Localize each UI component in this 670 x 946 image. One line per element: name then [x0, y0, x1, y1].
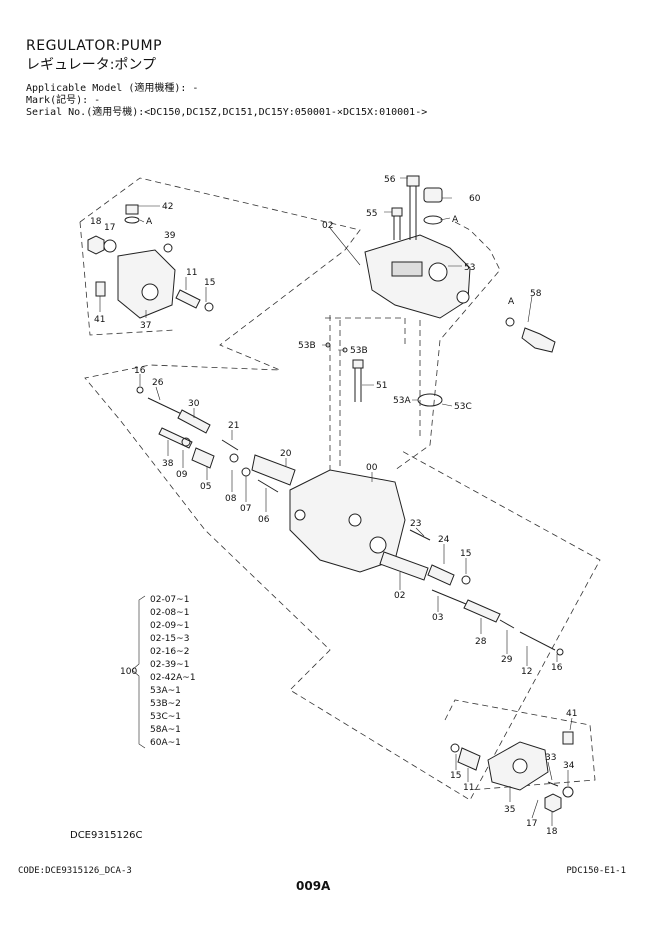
kit-list: 02-07~1 02-08~1 02-09~1 02-15~3 02-16~2 … — [150, 595, 196, 748]
cover-37 — [117, 249, 176, 319]
callout-56: 56 — [384, 175, 396, 185]
callout-a-42: A — [146, 217, 153, 227]
callout-03: 03 — [432, 613, 443, 623]
sensor-58 — [521, 327, 556, 353]
callout-11-lower: 11 — [463, 783, 474, 793]
kit-item: 58A~1 — [150, 725, 181, 735]
kit-item: 02-08~1 — [150, 608, 189, 618]
callout-39: 39 — [164, 231, 176, 241]
bolt-56 — [406, 175, 420, 187]
callout-02-upper: 02 — [322, 221, 333, 231]
callout-60: 60 — [469, 194, 481, 204]
page-number: 009A — [296, 879, 331, 893]
spring-28 — [463, 599, 501, 623]
callout-18-lower: 18 — [546, 827, 558, 837]
callout-28: 28 — [475, 637, 487, 647]
spring-11b — [457, 747, 481, 771]
callout-a-58: A — [508, 297, 515, 307]
callout-33: 33 — [545, 753, 556, 763]
kit-item: 02-09~1 — [150, 621, 189, 631]
callout-15-upper: 15 — [204, 278, 215, 288]
bolt-41a — [95, 281, 106, 297]
callout-a-60: A — [452, 215, 459, 225]
page-title-jp: レギュレータ:ポンプ — [26, 57, 157, 73]
callout-24: 24 — [438, 535, 450, 545]
callout-07: 07 — [240, 504, 251, 514]
callout-53c: 53C — [454, 402, 472, 412]
kit-item: 53B~2 — [150, 699, 181, 709]
callout-34: 34 — [563, 761, 575, 771]
kit-item: 02-15~3 — [150, 634, 189, 644]
kit-item: 02-16~2 — [150, 647, 189, 657]
sleeve-05 — [191, 447, 215, 469]
plug-60 — [423, 187, 443, 203]
callout-53: 53 — [464, 263, 475, 273]
drawing-code: DCE9315126C — [70, 830, 143, 841]
serial-number-line: Serial No.(適用号機):<DC150,DC15Z,DC151,DC15… — [26, 107, 428, 118]
callout-09: 09 — [176, 470, 188, 480]
callout-26: 26 — [152, 378, 164, 388]
applicable-model-line: Applicable Model (適用機種): - — [26, 83, 199, 94]
document-code: CODE:DCE9315126_DCA-3 — [18, 866, 132, 876]
callout-20: 20 — [280, 449, 292, 459]
kit-item: 02-42A~1 — [150, 673, 196, 683]
callout-42: 42 — [162, 202, 173, 212]
callout-17-lower: 17 — [526, 819, 537, 829]
callout-18-upper: 18 — [90, 217, 102, 227]
kit-item: 60A~1 — [150, 738, 181, 748]
callout-08: 08 — [225, 494, 237, 504]
callout-100: 100 — [120, 667, 137, 677]
pin-38 — [158, 427, 193, 449]
plug-42 — [125, 204, 139, 215]
rod-12 — [519, 631, 556, 651]
callout-06: 06 — [258, 515, 270, 525]
callout-58: 58 — [530, 289, 542, 299]
callout-53b-left: 53B — [298, 341, 316, 351]
spring-11a — [175, 289, 201, 309]
bolt-41b — [562, 731, 574, 745]
spring-30 — [177, 409, 211, 434]
callout-12: 12 — [521, 667, 532, 677]
spool-02b — [379, 551, 429, 581]
callout-15-mid: 15 — [460, 549, 471, 559]
spool-20 — [251, 454, 296, 486]
callout-02-lower: 02 — [394, 591, 405, 601]
mark-line: Mark(記号): - — [26, 95, 101, 106]
callout-35: 35 — [504, 805, 515, 815]
callout-23: 23 — [410, 519, 421, 529]
component-shapes — [87, 175, 574, 813]
callout-41-lower: 41 — [566, 709, 577, 719]
kit-item: 02-07~1 — [150, 595, 189, 605]
callout-53a: 53A — [393, 396, 411, 406]
callout-51: 51 — [376, 381, 387, 391]
callout-11-upper: 11 — [186, 268, 197, 278]
callout-17-upper: 17 — [104, 223, 115, 233]
nut-18b — [544, 793, 562, 813]
callout-16-upper: 16 — [134, 366, 146, 376]
kit-item: 02-39~1 — [150, 660, 189, 670]
callout-53b-right: 53B — [350, 346, 368, 356]
kit-item: 53A~1 — [150, 686, 181, 696]
callout-29: 29 — [501, 655, 513, 665]
leader-lines — [99, 177, 573, 826]
nut-18a — [87, 235, 105, 255]
callout-38: 38 — [162, 459, 174, 469]
callout-labels: 56 60 55 A 42 A 18 17 39 02 53 A 58 11 1… — [90, 175, 577, 837]
callout-15-lower: 15 — [450, 771, 461, 781]
page-title: REGULATOR:PUMP — [26, 38, 163, 54]
assembly-boundary-lines — [79, 177, 601, 801]
sleeve-24 — [427, 564, 455, 586]
callout-37: 37 — [140, 321, 151, 331]
callout-55: 55 — [366, 209, 377, 219]
callout-41-upper: 41 — [94, 315, 105, 325]
callout-16-lower: 16 — [551, 663, 563, 673]
kit-item: 53C~1 — [150, 712, 181, 722]
callout-21: 21 — [228, 421, 239, 431]
callout-30: 30 — [188, 399, 200, 409]
callout-00: 00 — [366, 463, 378, 473]
callout-05: 05 — [200, 482, 211, 492]
document-reference: PDC150-E1-1 — [566, 866, 626, 876]
